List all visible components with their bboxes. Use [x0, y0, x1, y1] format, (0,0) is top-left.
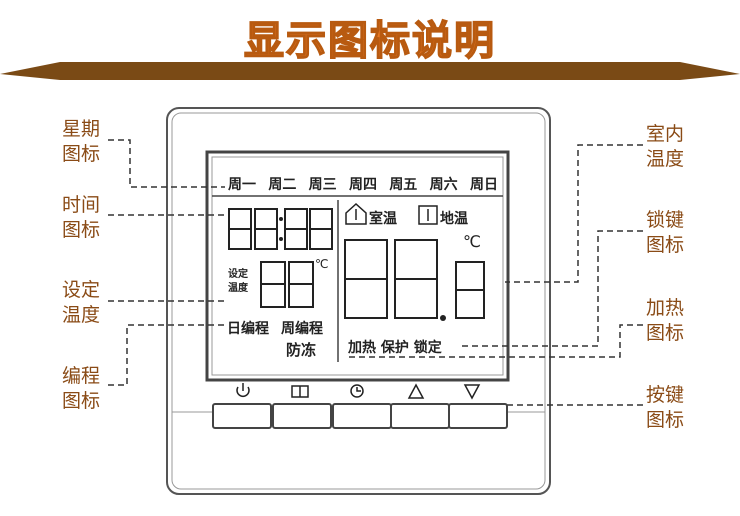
- weekday-thu: 周四: [348, 177, 377, 193]
- callout-heat: 加热 图标: [646, 297, 685, 344]
- book-icon: [291, 385, 309, 398]
- week-program: 周编程: [281, 321, 323, 337]
- button-power: [212, 403, 272, 429]
- weekday-row: 周一 周二 周三 周四 周五 周六 周日: [228, 174, 498, 194]
- button-book: [272, 403, 332, 429]
- antifreeze: 防冻: [286, 341, 317, 359]
- day-program: 日编程: [227, 321, 269, 337]
- weekday-sat: 周六: [429, 177, 458, 193]
- callout-button: 按键 图标: [646, 384, 685, 431]
- button-down: [448, 403, 508, 429]
- weekday-sun: 周日: [469, 177, 498, 193]
- triangle-down-icon: [463, 384, 481, 400]
- weekday-tue: 周二: [268, 177, 297, 193]
- button-row: [212, 403, 508, 429]
- button-clock: [332, 403, 392, 429]
- power-icon: [236, 383, 250, 397]
- triangle-up-icon: [407, 383, 425, 399]
- button-up: [390, 403, 450, 429]
- set-temp-unit: ℃: [315, 257, 329, 271]
- room-temp-unit: ℃: [463, 232, 481, 251]
- floor-icon: [418, 205, 438, 225]
- callout-program: 编程 图标: [62, 365, 101, 412]
- floor-temp-label: 地温: [440, 211, 468, 227]
- weekday-wed: 周三: [308, 177, 337, 193]
- house-icon: [345, 202, 367, 225]
- callout-set-temp: 设定 温度: [62, 279, 101, 326]
- callout-time: 时间 图标: [62, 194, 101, 241]
- lcd-digit-shapes: [228, 208, 485, 319]
- callout-week: 星期 图标: [62, 118, 101, 165]
- weekday-mon: 周一: [228, 177, 256, 193]
- room-temp-label: 室温: [369, 211, 397, 227]
- callout-room-temp: 室内 温度: [646, 123, 685, 170]
- page-title: 显示图标说明: [243, 17, 496, 65]
- title-ribbon: [0, 62, 740, 80]
- lcd-window: [205, 150, 510, 382]
- status-row: 加热 保护 锁定: [348, 340, 442, 356]
- clock-icon: [350, 384, 364, 398]
- callout-lock: 锁键 图标: [646, 209, 685, 256]
- weekday-fri: 周五: [389, 177, 418, 193]
- set-temp-label: 设定 温度: [228, 269, 248, 294]
